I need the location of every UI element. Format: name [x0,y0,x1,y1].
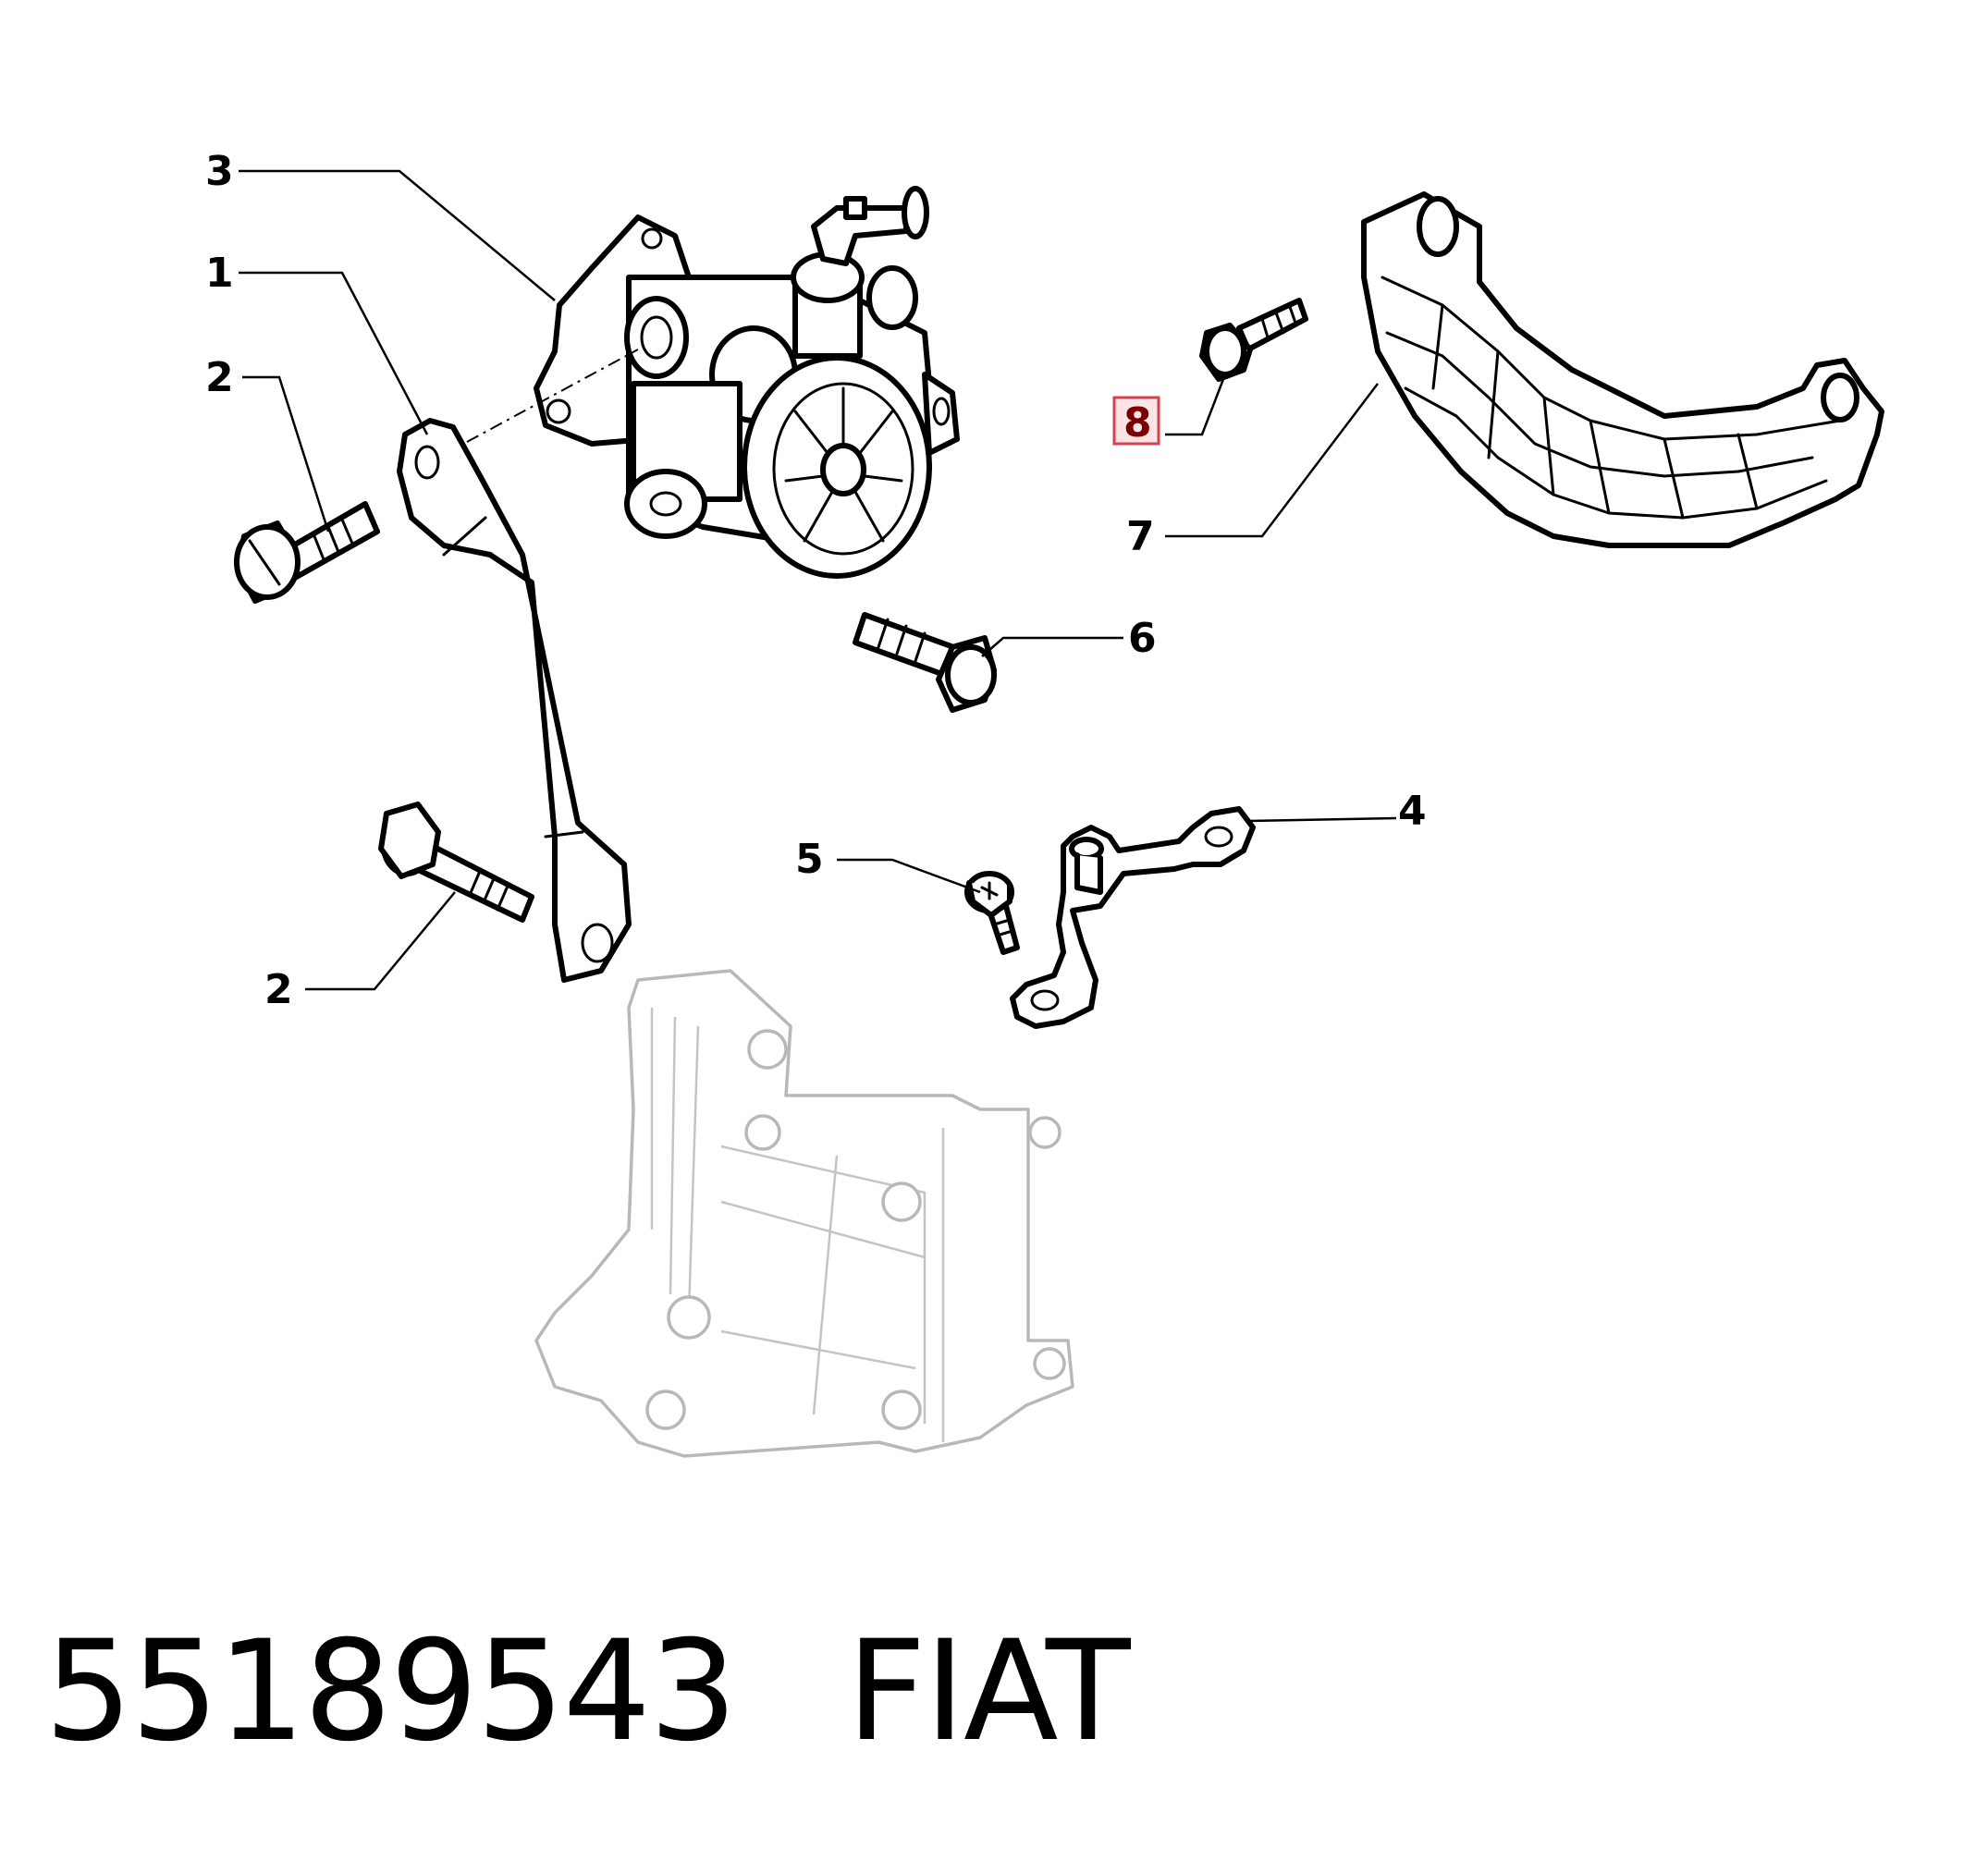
power-steering-pump [534,186,960,579]
bolt-6 [853,612,997,713]
curved-bracket [1361,191,1884,548]
leader-lines [239,169,1397,991]
part-caption: 55189543 FIAT [44,1611,1131,1772]
callout-2-upper: 2 [205,354,234,401]
brand-name: FIAT [846,1611,1130,1772]
callout-6: 6 [1128,615,1157,662]
screw-5 [964,871,1020,955]
callout-8-highlight [1112,396,1160,446]
callout-5: 5 [795,836,824,883]
support-stay [397,418,632,983]
callout-labels: 3 1 2 2 6 4 5 7 8 [205,148,1427,1013]
alignment-line [466,349,639,443]
bolt-2-upper [234,501,380,604]
engine-mount-bracket-ghost [534,969,1074,1458]
callout-7: 7 [1126,513,1155,560]
part-number: 55189543 [44,1611,737,1772]
callout-2-lower: 2 [264,966,293,1013]
callout-8: 8 [1123,399,1152,447]
callout-4: 4 [1398,788,1427,835]
bolt-8 [1199,298,1308,382]
callout-3: 3 [205,148,234,195]
small-bracket [1010,806,1256,1029]
callout-1: 1 [205,250,234,297]
bolt-2-lower [378,802,534,923]
